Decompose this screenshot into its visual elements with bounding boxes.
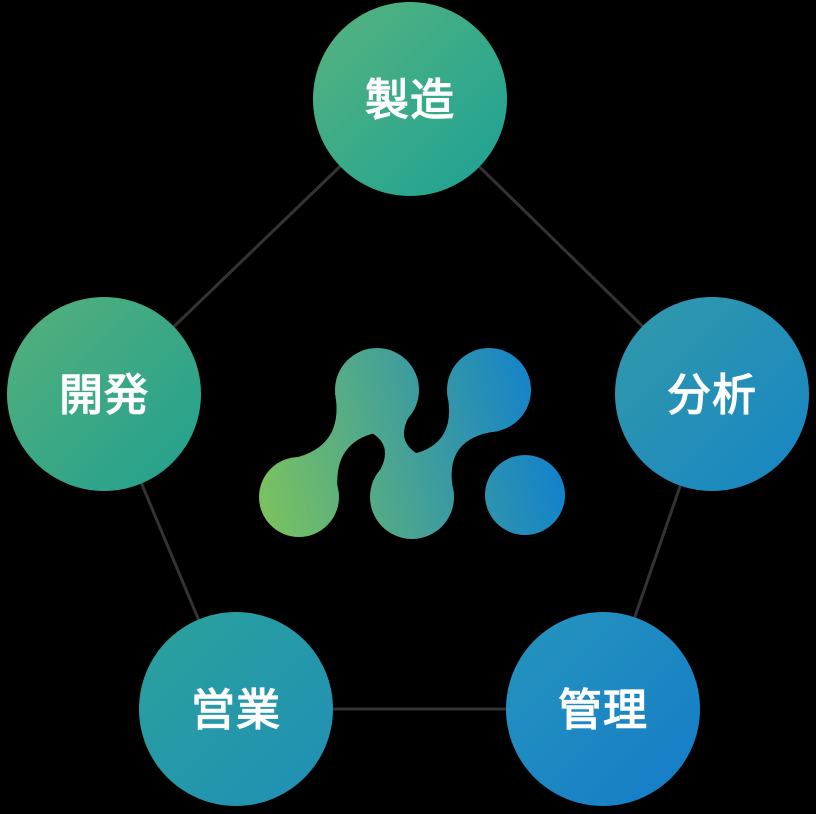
- node-analysis: 分析: [615, 297, 809, 491]
- node-manufacturing: 製造: [313, 2, 507, 196]
- node-circle-management: [506, 612, 700, 806]
- logo-dot-icon: [370, 455, 454, 539]
- node-development: 開発: [7, 297, 201, 491]
- node-label-analysis: 分析: [667, 371, 757, 420]
- logo-dot-icon: [259, 457, 339, 537]
- node-label-manufacturing: 製造: [365, 76, 455, 125]
- logo-dot-icon: [447, 348, 531, 432]
- molecule-dots-logo-icon: [259, 348, 565, 539]
- node-label-management: 管理: [558, 686, 648, 735]
- logo-dot-icon: [485, 455, 565, 535]
- node-circle-manufacturing: [313, 2, 507, 196]
- node-circle-development: [7, 297, 201, 491]
- node-label-development: 開発: [59, 371, 149, 420]
- logo-dot-icon: [335, 348, 419, 432]
- node-label-sales: 営業: [191, 686, 281, 735]
- node-circle-sales: [139, 612, 333, 806]
- node-management: 管理: [506, 612, 700, 806]
- node-circle-analysis: [615, 297, 809, 491]
- node-sales: 営業: [139, 612, 333, 806]
